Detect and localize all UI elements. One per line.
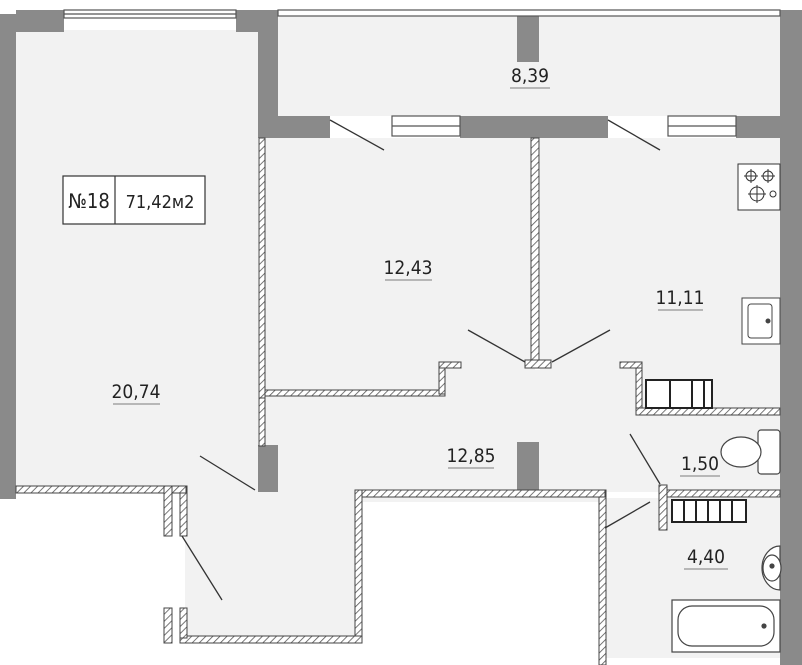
partition-hall-bottom: [179, 635, 363, 644]
partition-bedroom-bottom: [264, 389, 446, 397]
partition-entry-stub: [163, 485, 173, 537]
radiator-bathroom-icon: [671, 499, 747, 523]
partition-hall-bath-top: [354, 489, 606, 498]
door-entrance: [181, 535, 223, 601]
wall-bedroom-top: [258, 116, 330, 138]
apartment-number: №18: [68, 189, 110, 213]
toilet-icon: [720, 429, 781, 475]
room-area-balcony: 8,39: [511, 65, 549, 87]
partition-bedroom-kitchen-end: [524, 359, 552, 369]
bedroom-floor: [265, 138, 535, 390]
apartment-badge: №18 71,42м2: [62, 175, 206, 225]
partition-kitchen-toilet: [635, 407, 781, 416]
partition-kitchen-bottom-h: [619, 361, 643, 369]
column-balcony-left: [258, 10, 278, 60]
room-area-bathroom: 4,40: [687, 546, 725, 568]
door-bedroom-balcony: [329, 119, 385, 151]
partition-entry-stub-bottom: [163, 607, 173, 644]
partition-hall-right: [354, 489, 363, 641]
wall-right-exterior: [780, 10, 802, 138]
partition-kitchen-bottom-v: [635, 361, 643, 413]
partition-toilet-bath: [665, 489, 781, 498]
stove-icon: [737, 163, 781, 211]
windows: [63, 9, 781, 137]
partition-entry-top: [15, 485, 187, 494]
column-balcony-mid: [517, 10, 539, 62]
structural-walls: [0, 10, 802, 665]
radiator-kitchen-icon: [645, 379, 713, 409]
room-area-kitchen: 11,11: [656, 287, 705, 309]
door-toilet: [629, 433, 661, 485]
room-labels: 8,39 12,43 11,11 20,74 12,85 1,50 4,40: [112, 65, 728, 570]
partition-bath-left: [598, 489, 607, 665]
bathtub-icon: [671, 599, 781, 653]
column-living-bottom: [258, 445, 278, 492]
wall-right-side: [780, 138, 802, 665]
wall-left-exterior: [0, 14, 16, 499]
washbasin-icon: [761, 545, 782, 591]
room-area-hall: 12,85: [447, 445, 496, 467]
room-area-living: 20,74: [112, 381, 161, 403]
apartment-total-area: 71,42м2: [126, 192, 195, 213]
room-area-bedroom: 12,43: [384, 257, 433, 279]
door-bedroom: [467, 329, 526, 363]
doors: [181, 119, 661, 601]
wall-top-living-right: [236, 10, 258, 32]
partition-toilet-left: [658, 484, 668, 531]
floor-areas: [16, 14, 785, 658]
partition-bedroom-left: [258, 137, 266, 399]
door-living: [199, 455, 256, 491]
door-kitchen-balcony: [607, 119, 661, 151]
wall-top-living: [16, 10, 64, 32]
door-bathroom: [604, 501, 651, 529]
wall-top-middle: [460, 116, 608, 138]
room-area-toilet: 1,50: [681, 453, 719, 475]
partition-hall-step-h: [438, 361, 462, 369]
partition-entry-stub2: [179, 607, 188, 639]
wall-bedroom-left: [258, 60, 278, 120]
living-room-floor: [16, 30, 258, 492]
partitions: [15, 137, 781, 665]
door-kitchen: [551, 329, 611, 363]
partition-living-right: [258, 397, 266, 447]
kitchen-sink-icon: [741, 297, 781, 345]
wall-kitchen-top-right: [736, 116, 786, 138]
hall-floor: [185, 362, 780, 638]
partition-bedroom-kitchen: [530, 137, 540, 361]
window-balcony: [277, 9, 781, 17]
column-hall-bottom: [517, 442, 539, 494]
